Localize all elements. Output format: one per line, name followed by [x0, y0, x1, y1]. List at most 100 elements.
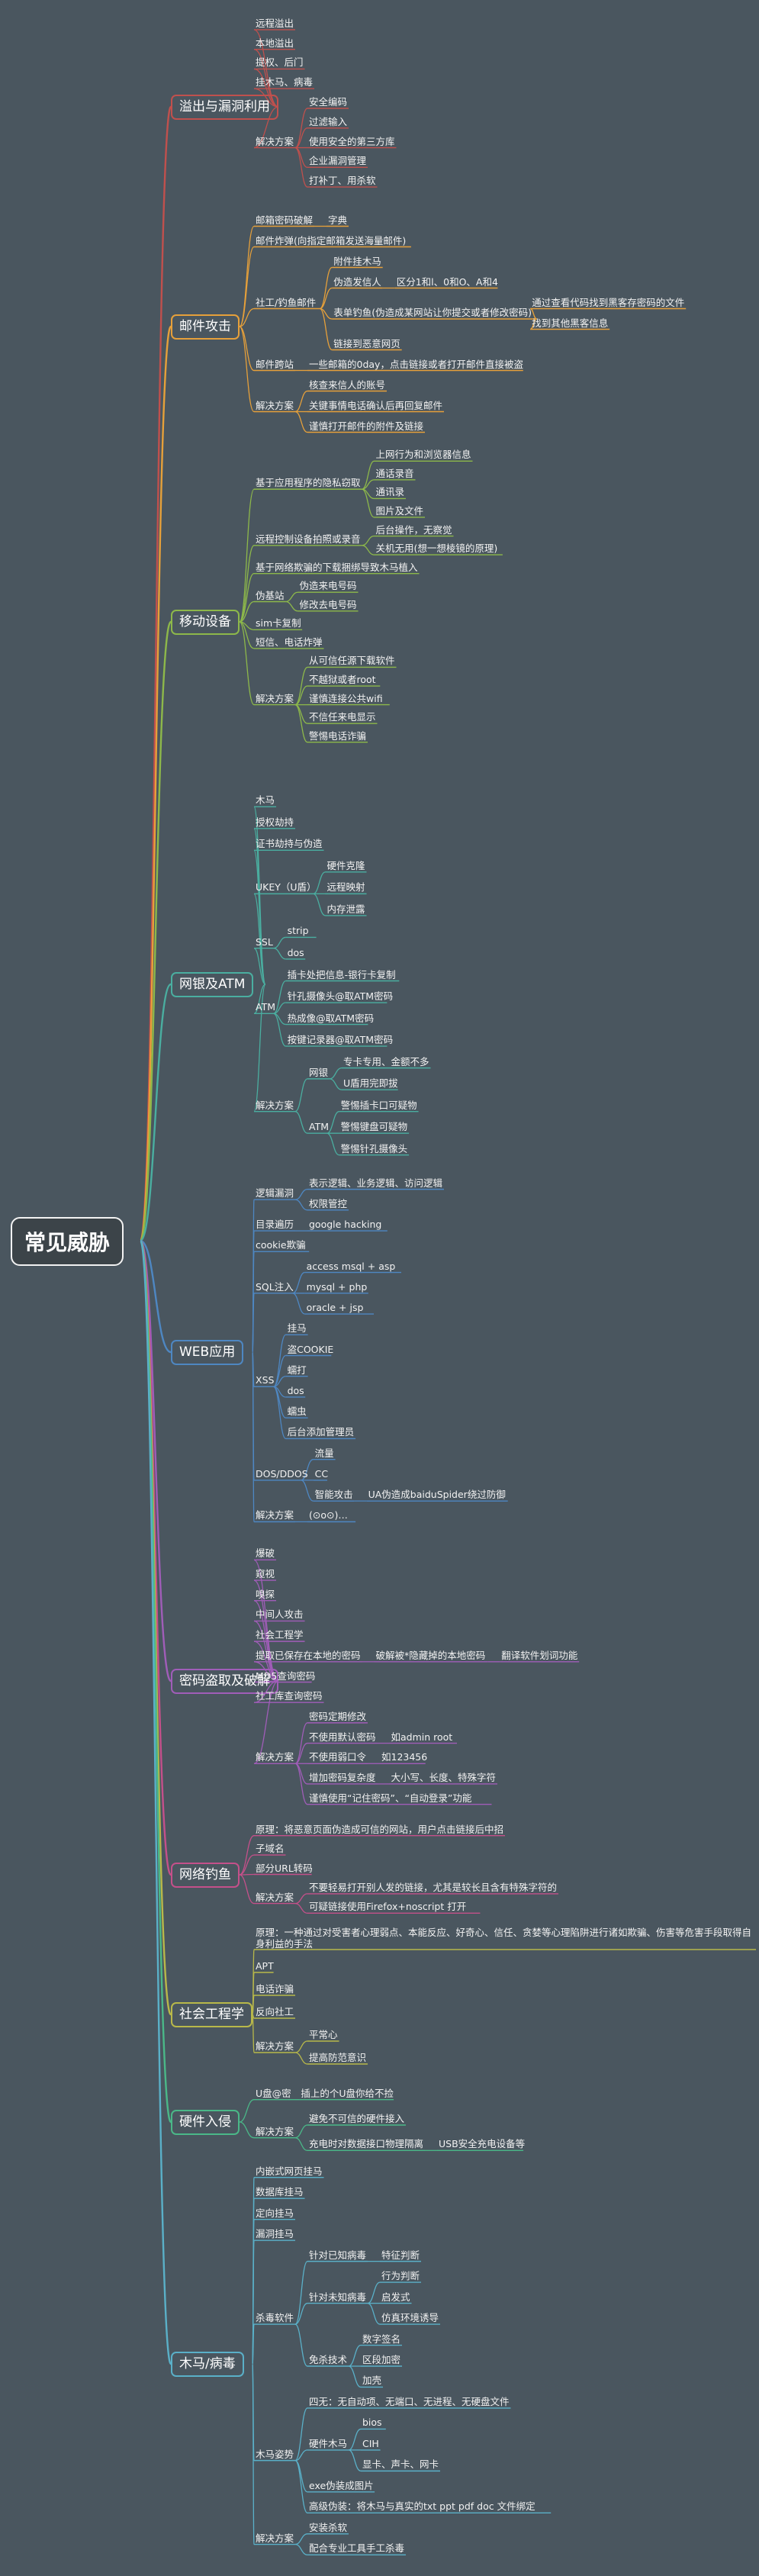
topic-node-d2[interactable]: 一些邮箱的0day，点击链接或者打开邮件直接被盗 — [309, 358, 523, 370]
topic-node-d1[interactable]: DOS/DDOS — [256, 1467, 308, 1480]
topic-node-d2[interactable]: 盗COOKIE — [287, 1343, 334, 1355]
topic-node-d1[interactable]: 部分URL转码 — [256, 1862, 313, 1874]
topic-node-d1[interactable]: 解决方案 — [256, 2532, 294, 2544]
topic-node-d2[interactable]: 上网行为和浏览器信息 — [375, 449, 471, 461]
topic-node-d2[interactable]: 热成像@取ATM密码 — [287, 1012, 375, 1024]
topic-node-d2[interactable]: ATM — [309, 1121, 330, 1133]
topic-node-d2[interactable]: 表示逻辑、业务逻辑、访问逻辑 — [309, 1177, 443, 1189]
topic-node-d3[interactable]: 行为判断 — [381, 2270, 420, 2282]
category-node[interactable]: 密码盗取及破解 — [171, 1669, 278, 1694]
topic-node-d3[interactable]: 区段加密 — [362, 2354, 401, 2365]
topic-node-d1[interactable]: 解决方案 — [256, 2125, 294, 2137]
topic-node-d2[interactable]: 密码定期修改 — [309, 1710, 367, 1722]
topic-node-d1[interactable]: 中间人攻击 — [256, 1608, 304, 1621]
topic-node-d1[interactable]: 提取已保存在本地的密码 — [256, 1649, 361, 1661]
topic-node-d1[interactable]: 内嵌式网页挂马 — [256, 2165, 323, 2177]
topic-node-d1[interactable]: 社会工程学 — [256, 1629, 304, 1641]
topic-node-d1[interactable]: 邮箱密码破解 — [256, 214, 314, 226]
topic-node-d1[interactable]: 漏洞挂马 — [256, 2228, 294, 2240]
topic-node-d2[interactable]: 谨慎连接公共wifi — [309, 692, 383, 704]
topic-node-d2[interactable]: 硬件克隆 — [326, 859, 365, 871]
topic-node-d2[interactable]: 安全编码 — [309, 96, 348, 108]
topic-node-d2[interactable]: 使用安全的第三方库 — [309, 135, 395, 147]
topic-node-d2[interactable]: 伪造发信人 — [333, 275, 381, 288]
topic-node-d2[interactable]: 挂马 — [287, 1322, 307, 1335]
topic-node-d2[interactable]: 不使用默认密码 — [309, 1731, 376, 1743]
topic-node-d2[interactable]: 警惕电话诈骗 — [309, 729, 367, 742]
topic-node-d3[interactable]: bios — [362, 2417, 382, 2429]
topic-node-d2[interactable]: 插卡处把信息-银行卡复制 — [287, 968, 396, 980]
topic-node-d1[interactable]: 解决方案 — [256, 692, 294, 704]
topic-node-d2[interactable]: 可疑链接使用Firefox+noscript 打开 — [309, 1901, 467, 1913]
category-node[interactable]: 网银及ATM — [171, 972, 254, 997]
topic-node-d1[interactable]: 木马姿势 — [256, 2448, 294, 2460]
topic-node-d2[interactable]: 四无：无自动项、无端口、无进程、无硬盘文件 — [309, 2395, 510, 2407]
topic-node-d3[interactable]: UA伪造成baiduSpider绕过防御 — [368, 1489, 506, 1501]
topic-node-d2[interactable]: (⊙o⊙)… — [309, 1509, 348, 1521]
topic-node-d2[interactable]: 破解被*隐藏掉的本地密码 — [375, 1649, 486, 1661]
topic-node-d3[interactable]: 大小写、长度、特殊字符 — [391, 1771, 497, 1783]
category-node[interactable]: WEB应用 — [171, 1340, 244, 1365]
topic-node-d2[interactable]: 免杀技术 — [309, 2354, 348, 2365]
topic-node-d2[interactable]: 核查来信人的账号 — [309, 378, 386, 391]
topic-node-d1[interactable]: 证书劫持与伪造 — [256, 838, 323, 850]
topic-node-d1[interactable]: ATM — [256, 1001, 276, 1013]
topic-node-d1[interactable]: 远程控制设备拍照或录音 — [256, 533, 361, 545]
topic-node-d1[interactable]: 基于应用程序的隐私窃取 — [256, 477, 361, 489]
topic-node-d2[interactable]: 避免不可信的硬件接入 — [309, 2113, 405, 2124]
topic-node-d1[interactable]: 基于网络欺骗的下载捆绑导致木马植入 — [256, 561, 418, 573]
topic-node-d3[interactable]: 数字签名 — [362, 2333, 401, 2345]
topic-node-d2[interactable]: 从可信任源下载软件 — [309, 655, 395, 667]
topic-node-d1[interactable]: sim卡复制 — [256, 617, 301, 630]
topic-node-d2[interactable]: 链接到恶意网页 — [333, 337, 400, 349]
topic-node-d2[interactable]: exe伪装成图片 — [309, 2479, 374, 2491]
topic-node-d2[interactable]: 后台添加管理员 — [287, 1426, 355, 1438]
topic-node-d3[interactable]: 仿真环境诱导 — [381, 2312, 439, 2324]
topic-node-d3[interactable]: 通过查看代码找到黑客存密码的文件 — [532, 296, 685, 308]
topic-node-d2[interactable]: 企业漏洞管理 — [309, 155, 367, 167]
topic-node-d2[interactable]: dos — [287, 946, 304, 958]
topic-node-d2[interactable]: dos — [287, 1384, 304, 1396]
topic-node-d2[interactable]: 安装杀软 — [309, 2521, 348, 2533]
topic-node-d3[interactable]: 找到其他黑客信息 — [532, 317, 609, 329]
topic-node-d2[interactable]: 网银 — [309, 1066, 329, 1078]
topic-node-d1[interactable]: 解决方案 — [256, 1099, 294, 1111]
topic-node-d1[interactable]: 解决方案 — [256, 399, 294, 411]
topic-node-d3[interactable]: USB安全充电设备等 — [439, 2138, 526, 2150]
topic-node-d1[interactable]: 反向社工 — [256, 2006, 294, 2017]
topic-node-d2[interactable]: 关键事情电话确认后再回复邮件 — [309, 399, 443, 411]
topic-node-d2[interactable]: 流量 — [314, 1447, 334, 1459]
topic-node-d2[interactable]: 硬件木马 — [309, 2437, 348, 2449]
topic-node-d3[interactable]: 专卡专用、金额不多 — [343, 1055, 429, 1067]
topic-node-d1[interactable]: 解决方案 — [256, 135, 294, 147]
topic-node-d1[interactable]: 嗅探 — [256, 1588, 275, 1600]
topic-node-d2[interactable]: 通话录音 — [375, 467, 414, 479]
topic-node-d1[interactable]: 解决方案 — [256, 2040, 294, 2052]
topic-node-d1[interactable]: 数据库挂马 — [256, 2186, 304, 2198]
topic-node-d2[interactable]: 图片及文件 — [375, 504, 424, 517]
topic-node-d2[interactable]: 增加密码复杂度 — [309, 1771, 376, 1783]
topic-node-d2[interactable]: 针对未知病毒 — [309, 2291, 367, 2303]
topic-node-d3[interactable]: 警惕针孔摄像头 — [340, 1142, 408, 1154]
root-topic[interactable]: 常见威胁 — [11, 1217, 124, 1266]
topic-node-d1[interactable]: 解决方案 — [256, 1751, 294, 1763]
topic-node-d2[interactable]: 插上的个U盘你给不捡 — [301, 2087, 394, 2099]
topic-node-d1[interactable]: 爆破 — [256, 1547, 275, 1560]
topic-node-d2[interactable]: oracle + jsp — [306, 1302, 364, 1314]
topic-node-d1[interactable]: 原理：一种通过对受害者心理弱点、本能反应、好奇心、信任、贪婪等心理陷阱进行诸如欺… — [256, 1927, 752, 1950]
topic-node-d1[interactable]: U盘@密 — [256, 2087, 291, 2099]
topic-node-d2[interactable]: 打补丁、用杀软 — [309, 175, 376, 187]
topic-node-d2[interactable]: 过滤输入 — [309, 115, 348, 127]
topic-node-d2[interactable]: 不使用弱口令 — [309, 1751, 367, 1763]
topic-node-d3[interactable]: 如admin root — [391, 1731, 453, 1743]
category-node[interactable]: 溢出与漏洞利用 — [171, 95, 278, 120]
topic-node-d2[interactable]: 关机无用(想一想棱镜的原理) — [375, 543, 498, 555]
category-node[interactable]: 社会工程学 — [171, 2002, 252, 2027]
topic-node-d2[interactable]: 平常心 — [309, 2029, 338, 2040]
topic-node-d3[interactable]: 特征判断 — [381, 2249, 420, 2261]
topic-node-d1[interactable]: 电话诈骗 — [256, 1983, 294, 1995]
topic-node-d2[interactable]: 针孔摄像头@取ATM密码 — [287, 990, 394, 1003]
topic-node-d2[interactable]: mysql + php — [306, 1280, 368, 1293]
category-node[interactable]: 移动设备 — [171, 610, 240, 635]
topic-node-d2[interactable]: 谨慎使用“记住密码”、“自动登录”功能 — [309, 1792, 472, 1804]
